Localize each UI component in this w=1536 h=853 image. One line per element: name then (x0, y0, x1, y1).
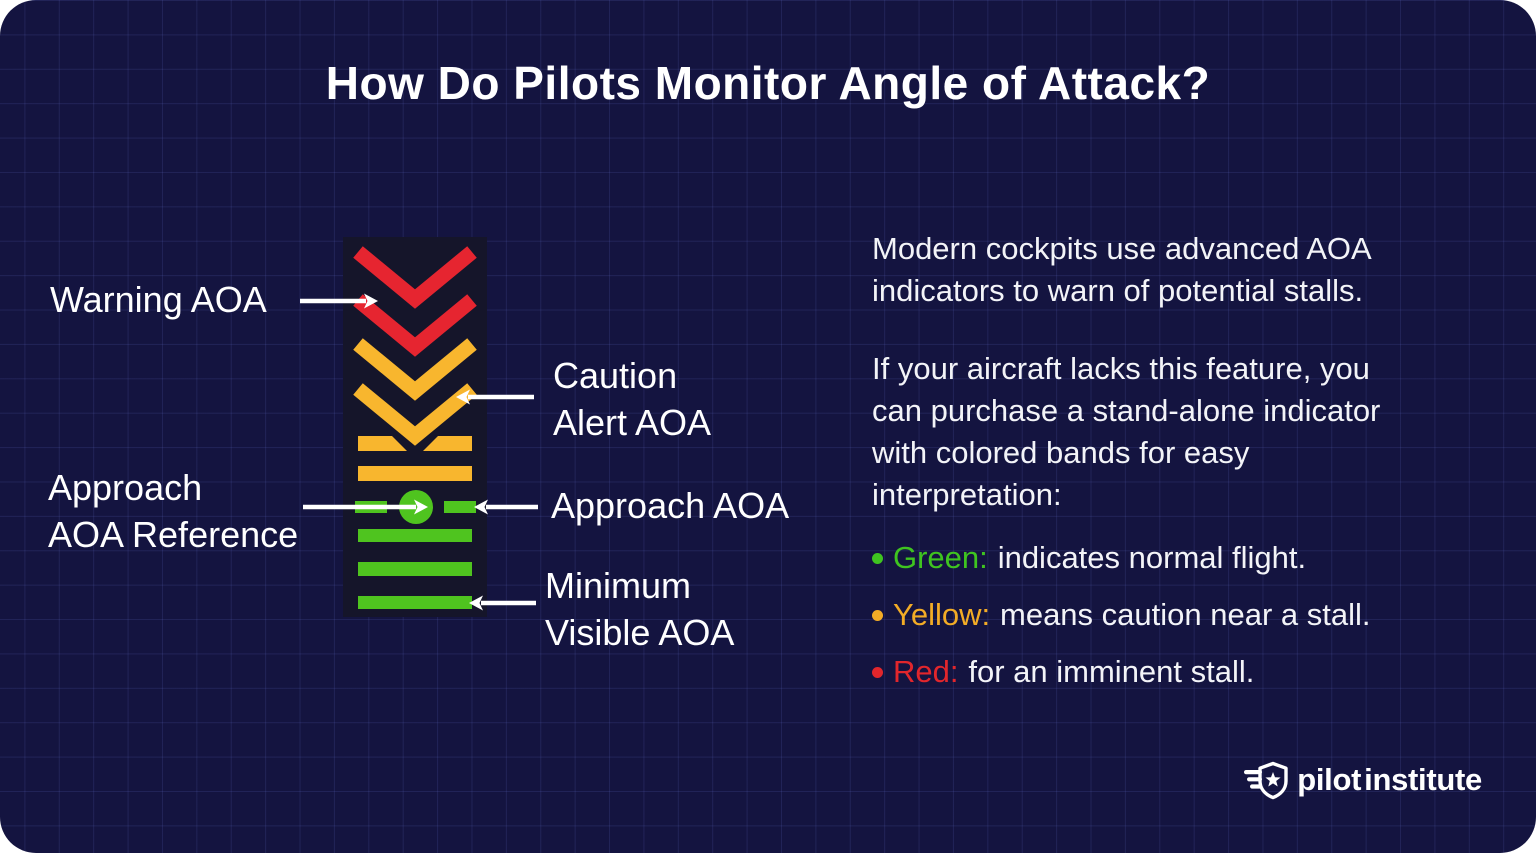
red-chevron-1 (353, 246, 477, 309)
approach-reference-arrow-right-icon (303, 499, 428, 515)
yellow-broken-chevron-right (423, 436, 472, 451)
minimum-visible-aoa-label: Minimum Visible AOA (545, 565, 735, 653)
caution-arrow-left-icon (456, 389, 534, 405)
warning-arrow-right-icon (300, 293, 378, 309)
bullet-yellow-text: means caution near a stall. (1000, 597, 1371, 632)
red-bullet-dot-icon (872, 666, 883, 678)
minimum-visible-arrow-left-icon (469, 595, 536, 611)
green-bar-1 (358, 529, 472, 542)
bullet-red: Red: for an imminent stall. (872, 651, 1371, 693)
yellow-chevron-2 (353, 383, 477, 446)
green-bar-2 (358, 562, 472, 576)
approach-arrow-left-icon (474, 499, 538, 515)
paragraph-standalone-indicator: If your aircraft lacks this feature, you… (872, 351, 1381, 512)
green-segment-right (444, 501, 476, 513)
approach-aoa-label: Approach AOA (551, 485, 790, 526)
winged-shield-star-icon (1244, 761, 1288, 800)
yellow-bullet-dot-icon (872, 609, 883, 621)
bullet-red-label: Red: (893, 654, 959, 689)
green-bar-3 (358, 596, 472, 609)
yellow-chevron-1 (353, 338, 477, 401)
bullet-green: Green: indicates normal flight. (872, 537, 1371, 579)
page-title: How Do Pilots Monitor Angle of Attack? (325, 57, 1211, 109)
caution-alert-aoa-label: Caution Alert AOA (553, 355, 712, 443)
bullet-yellow: Yellow: means caution near a stall. (872, 594, 1371, 636)
bullet-green-text: indicates normal flight. (997, 540, 1307, 575)
approach-aoa-reference-label: Approach AOA Reference (48, 467, 299, 555)
red-chevron-2 (353, 294, 477, 357)
pilotinstitute-logo: pilotinstitute (1242, 760, 1482, 800)
color-band-bullet-list: Green: indicates normal flight. Yellow: … (872, 537, 1371, 708)
warning-aoa-label: Warning AOA (50, 279, 267, 320)
bullet-red-text: for an imminent stall. (968, 654, 1255, 689)
yellow-bar (358, 466, 472, 481)
bullet-yellow-label: Yellow: (893, 597, 991, 632)
paragraph-modern-cockpits: Modern cockpits use advanced AOA indicat… (872, 231, 1372, 308)
bullet-green-label: Green: (893, 540, 988, 575)
green-bullet-dot-icon (872, 552, 883, 564)
yellow-broken-chevron-left (358, 436, 407, 451)
brand-wordmark: pilotinstitute (1297, 762, 1482, 797)
